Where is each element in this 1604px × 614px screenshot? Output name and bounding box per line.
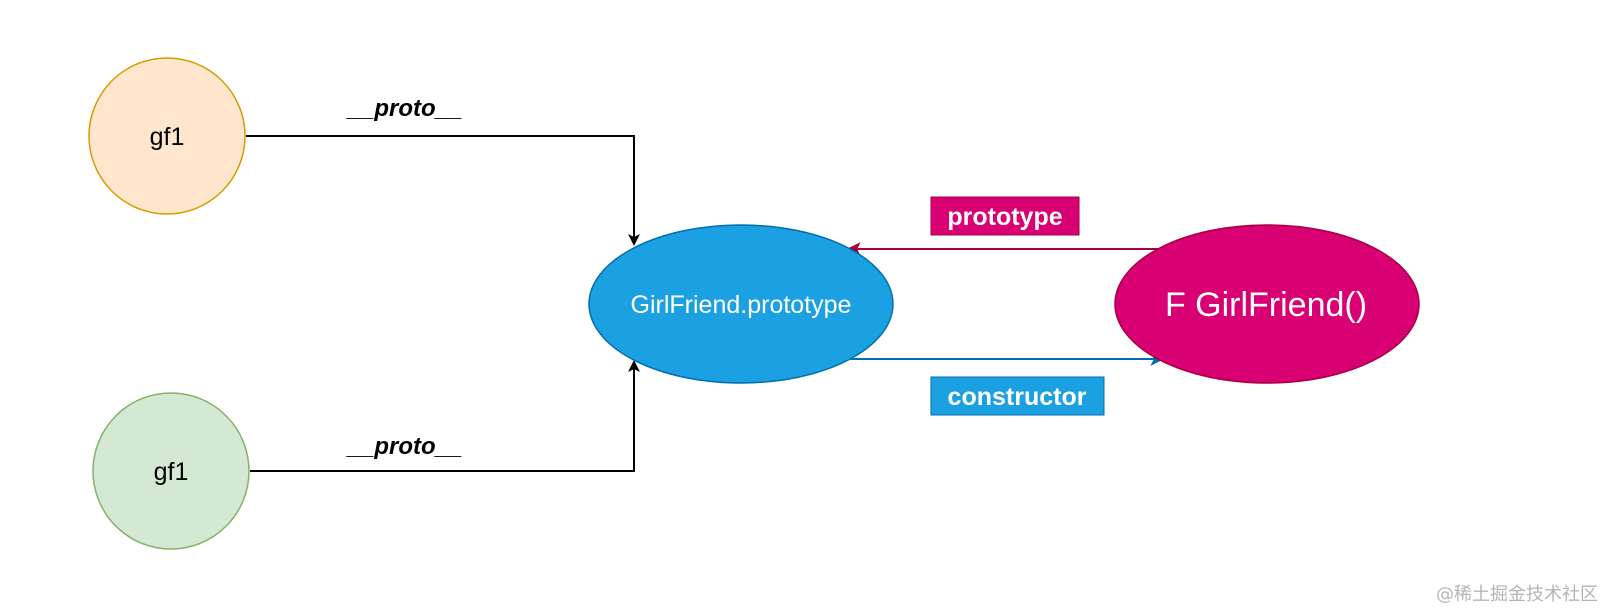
tag-constructor-label: constructor	[948, 383, 1087, 411]
node-girlfriend-constructor: F GirlFriend()	[1114, 224, 1420, 384]
node-girlfriend-constructor-shape	[1114, 224, 1420, 384]
node-gf1-bottom-label: gf1	[154, 458, 189, 486]
edge-label-proto-top: __proto__	[346, 95, 463, 122]
node-gf1-bottom-shape	[92, 392, 250, 550]
tag-constructor-box	[930, 376, 1105, 416]
edge-proto-bottom	[250, 360, 640, 472]
edge-label-proto-bottom: __proto__	[346, 433, 463, 460]
tag-constructor: constructor	[930, 376, 1105, 416]
watermark: @稀土掘金技术社区	[1436, 584, 1598, 605]
tag-prototype-label: prototype	[947, 203, 1062, 231]
node-girlfriend-prototype: GirlFriend.prototype	[588, 224, 894, 384]
node-girlfriend-constructor-label: F GirlFriend()	[1165, 286, 1367, 324]
node-gf1-top-shape	[88, 57, 246, 215]
node-gf1-bottom: gf1	[92, 392, 250, 550]
node-gf1-top-label: gf1	[150, 123, 185, 151]
node-girlfriend-prototype-shape	[588, 224, 894, 384]
tag-prototype: prototype	[930, 196, 1080, 236]
edge-proto-top	[246, 135, 640, 246]
node-gf1-top: gf1	[88, 57, 246, 215]
node-girlfriend-prototype-label: GirlFriend.prototype	[631, 291, 852, 319]
tag-prototype-box	[930, 196, 1080, 236]
